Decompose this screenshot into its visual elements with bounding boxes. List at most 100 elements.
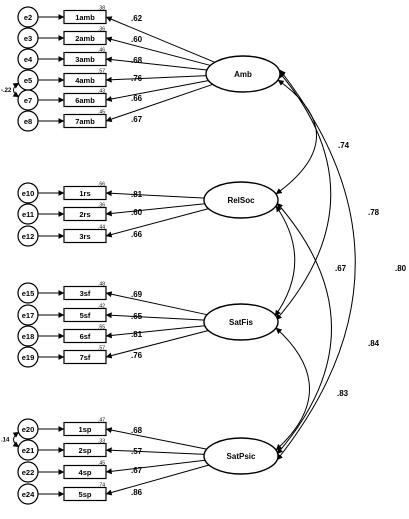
r-squared-2sp: .33 bbox=[98, 439, 105, 445]
error-label-e20: e20 bbox=[22, 425, 35, 434]
indicator-label-1sp: 1sp bbox=[79, 425, 92, 434]
error-label-e10: e10 bbox=[22, 189, 35, 198]
indicator-box-4amb bbox=[63, 72, 107, 88]
error-circle-e8 bbox=[17, 110, 39, 132]
indicator-label-3rs: 3rs bbox=[79, 232, 90, 241]
error-circle-e15 bbox=[17, 282, 39, 304]
loading-path-3rs bbox=[105, 207, 210, 238]
latent-ellipse-amb bbox=[205, 55, 281, 93]
error-label-e15: e15 bbox=[22, 289, 35, 298]
error-covariance-arc-e5-e7 bbox=[12, 82, 20, 98]
r-squared-2amb: .36 bbox=[98, 27, 105, 33]
indicator-label-2amb: 2amb bbox=[75, 34, 95, 43]
loading-path-5sp bbox=[105, 464, 211, 496]
error-label-e8: e8 bbox=[24, 117, 32, 126]
error-label-e12: e12 bbox=[22, 232, 35, 241]
error-circle-e2 bbox=[17, 6, 39, 28]
r-squared-5sf: .42 bbox=[98, 304, 105, 310]
loading-value-1amb: .62 bbox=[131, 14, 143, 23]
indicator-label-2rs: 2rs bbox=[79, 210, 90, 219]
loading-path-2rs bbox=[105, 203, 206, 217]
loading-path-3amb bbox=[105, 56, 209, 71]
error-circle-e19 bbox=[17, 346, 39, 368]
loading-value-7sf: .76 bbox=[131, 351, 143, 360]
loading-path-6amb bbox=[105, 79, 210, 102]
error-covariance-value-e20-e21: .14 bbox=[1, 438, 10, 444]
correlation-arc-amb-satpsic bbox=[276, 69, 356, 461]
r-squared-4amb: .57 bbox=[98, 69, 105, 75]
indicator-box-6sf bbox=[63, 328, 107, 344]
loading-value-6amb: .66 bbox=[131, 94, 143, 103]
labels-group: .74.78.80.67.84.83.621amb.38e2.602amb.36… bbox=[1, 6, 407, 500]
loading-path-7amb bbox=[105, 83, 214, 122]
r-squared-6sf: .65 bbox=[98, 325, 105, 331]
indicator-box-3amb bbox=[63, 51, 107, 67]
latent-ellipse-satpsic bbox=[203, 437, 279, 475]
error-label-e2: e2 bbox=[24, 13, 32, 22]
latent-ellipse-satfis bbox=[203, 303, 279, 341]
loading-value-3amb: .68 bbox=[131, 56, 143, 65]
indicator-box-5sf bbox=[63, 307, 107, 323]
indicator-label-5sf: 5sf bbox=[80, 311, 91, 320]
indicator-label-6amb: 6amb bbox=[75, 96, 95, 105]
indicator-box-2rs bbox=[63, 206, 107, 222]
loading-value-2amb: .60 bbox=[131, 35, 143, 44]
r-squared-1amb: .38 bbox=[98, 6, 105, 12]
error-circle-e12 bbox=[17, 225, 39, 247]
correlation-arc-satfis-satpsic bbox=[275, 327, 310, 451]
error-label-e24: e24 bbox=[22, 490, 35, 499]
error-covariance-group bbox=[12, 82, 20, 448]
error-label-e17: e17 bbox=[22, 311, 35, 320]
loading-path-1rs bbox=[105, 190, 206, 199]
correlation-value-amb-relsoc: .74 bbox=[338, 141, 350, 150]
loading-path-4amb bbox=[105, 75, 208, 83]
error-label-e7: e7 bbox=[24, 96, 32, 105]
latent-label-relsoc: RelSoc bbox=[227, 196, 255, 205]
error-circle-e10 bbox=[17, 182, 39, 204]
loading-path-2amb bbox=[105, 36, 212, 67]
error-label-e4: e4 bbox=[24, 55, 33, 64]
error-label-e3: e3 bbox=[24, 34, 32, 43]
r-squared-7sf: .57 bbox=[98, 346, 105, 352]
latent-label-amb: Amb bbox=[234, 70, 252, 79]
error-circle-e21 bbox=[17, 439, 39, 461]
error-covariance-arc-e20-e21 bbox=[12, 431, 20, 448]
indicator-box-3sf bbox=[63, 285, 107, 301]
correlation-arc-relsoc-satpsic bbox=[276, 202, 332, 455]
r-squared-5sp: .74 bbox=[98, 483, 105, 489]
loading-value-1sp: .68 bbox=[131, 426, 143, 435]
indicator-label-7amb: 7amb bbox=[75, 117, 95, 126]
r-squared-7amb: .45 bbox=[98, 110, 105, 116]
correlation-value-relsoc-satfis: .67 bbox=[335, 264, 347, 273]
error-label-e19: e19 bbox=[22, 353, 35, 362]
loading-path-7sf bbox=[105, 329, 210, 359]
error-circle-e17 bbox=[17, 304, 39, 326]
error-label-e18: e18 bbox=[22, 332, 35, 341]
loading-path-5sf bbox=[105, 312, 206, 321]
r-squared-2rs: .36 bbox=[98, 203, 105, 209]
latent-ellipse-relsoc bbox=[203, 181, 279, 219]
error-circle-e24 bbox=[17, 483, 39, 505]
correlation-value-satfis-satpsic: .83 bbox=[337, 389, 349, 398]
indicator-box-2amb bbox=[63, 30, 107, 46]
r-squared-4sp: .45 bbox=[98, 461, 105, 467]
indicator-box-4sp bbox=[63, 464, 107, 480]
indicator-label-2sp: 2sp bbox=[79, 446, 92, 455]
error-label-e22: e22 bbox=[22, 468, 35, 477]
error-circle-e4 bbox=[17, 48, 39, 70]
indicator-label-5sp: 5sp bbox=[79, 490, 92, 499]
r-squared-1sp: .47 bbox=[98, 418, 105, 424]
loading-value-5sf: .65 bbox=[131, 312, 143, 321]
r-squared-6amb: .43 bbox=[98, 89, 105, 95]
r-squared-3rs: .44 bbox=[98, 225, 105, 231]
nodes-group bbox=[17, 6, 281, 505]
loading-value-7amb: .67 bbox=[131, 115, 143, 124]
loading-value-5sp: .86 bbox=[131, 488, 143, 497]
latent-label-satpsic: SatPsic bbox=[227, 452, 256, 461]
loading-value-2rs: .60 bbox=[131, 208, 143, 217]
loading-paths-group bbox=[38, 14, 216, 497]
error-circle-e20 bbox=[17, 418, 39, 440]
indicator-box-7sf bbox=[63, 349, 107, 365]
indicator-label-1amb: 1amb bbox=[75, 13, 95, 22]
